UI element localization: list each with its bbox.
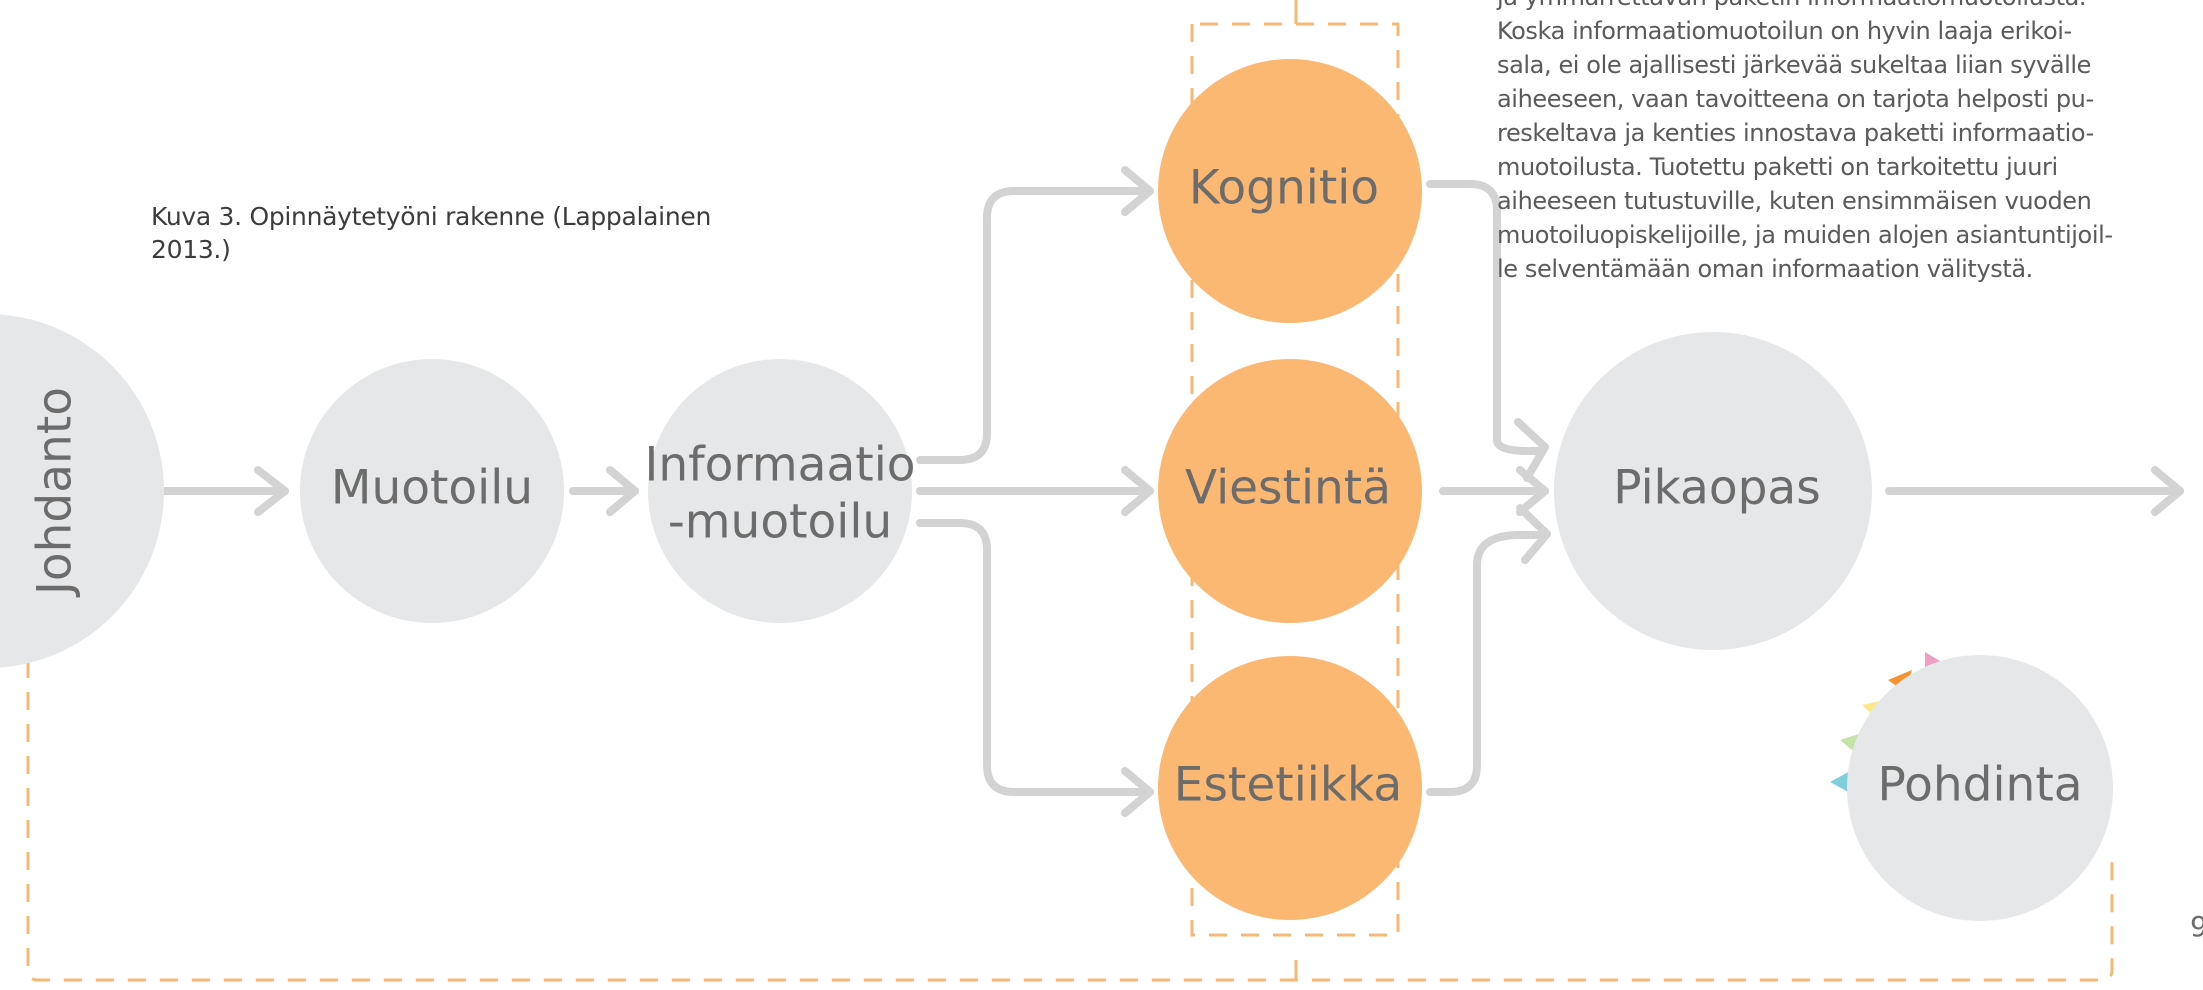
label-johdanto: Johdanto	[28, 387, 83, 598]
node-muotoilu	[300, 359, 564, 623]
arrow-informaatio-kognitio-head	[1121, 166, 1154, 216]
orange-column-frame	[1190, 22, 1400, 937]
grey-nodes	[0, 314, 2113, 921]
body-line: le selventämään oman informaation välity…	[1497, 255, 2033, 283]
arrow-kognitio-pikaopas	[1426, 180, 1544, 455]
arrow-muotoilu-informaatio-head	[606, 466, 639, 516]
node-informaatiomuotoilu	[648, 359, 912, 623]
arrow-pikaopas-out-head	[2151, 466, 2184, 516]
page-number: 9	[2190, 910, 2203, 943]
label-informaatio-line1: Informaatio	[644, 438, 915, 493]
body-line: sala, ei ole ajallisesti järkevää sukelt…	[1497, 51, 2092, 79]
label-pikaopas: Pikaopas	[1613, 461, 1820, 516]
arrow-estetiikka-pikaopas	[1426, 531, 1549, 796]
figure-caption: Kuva 3. Opinnäytetyöni rakenne (Lappalai…	[151, 202, 711, 264]
dashed-frames	[26, 0, 2114, 982]
arrow-informaatio-kognitio	[916, 187, 1154, 464]
arrow-informaatio-estetiikka	[916, 519, 1154, 796]
node-estetiikka	[1158, 656, 1422, 920]
body-line: ja ymmärrettävän paketin informaatiomuot…	[1497, 0, 2197, 14]
arrow-kognitio-pikaopas-head	[1514, 418, 1549, 482]
body-line: reskeltava ja kenties innostava paketti …	[1497, 119, 2094, 147]
node-kognitio	[1158, 59, 1422, 323]
label-viestinta: Viestintä	[1185, 461, 1391, 516]
body-line: muotoilusta. Tuotettu paketti on tarkoit…	[1497, 153, 2058, 181]
body-line: aiheeseen tutustuville, kuten ensimmäise…	[1497, 187, 2092, 215]
label-estetiikka: Estetiikka	[1174, 758, 1402, 813]
label-kognitio: Kognitio	[1189, 161, 1379, 216]
arrow-estetiikka-pikaopas-head	[1516, 504, 1551, 564]
arrow-johdanto-muotoilu-head	[254, 466, 289, 516]
node-pohdinta	[1847, 655, 2113, 921]
body-line: aiheeseen, vaan tavoitteena on tarjota h…	[1497, 85, 2094, 113]
label-informaatio-line2: -muotoilu	[668, 495, 892, 550]
arrow-viestinta-pikaopas-head	[1516, 466, 1549, 516]
arrow-informaatio-viestinta-head	[1121, 466, 1154, 516]
label-muotoilu: Muotoilu	[331, 461, 533, 516]
body-paragraph: ja ymmärrettävän paketin informaatiomuot…	[1497, 0, 2197, 286]
orange-nodes	[1158, 59, 1422, 920]
body-line: Koska informaatiomuotoilun on hyvin laaj…	[1497, 17, 2072, 45]
confetti-blue	[1830, 770, 1852, 794]
body-line: muotoiluopiskelijoille, ja muiden alojen…	[1497, 221, 2113, 249]
node-johdanto	[0, 314, 164, 668]
bottom-bracket	[26, 660, 2114, 982]
label-pohdinta: Pohdinta	[1877, 758, 2082, 813]
node-pikaopas	[1554, 332, 1872, 650]
arrow-informaatio-estetiikka-head	[1121, 767, 1154, 817]
node-viestinta	[1158, 359, 1422, 623]
arrows	[161, 166, 2184, 817]
